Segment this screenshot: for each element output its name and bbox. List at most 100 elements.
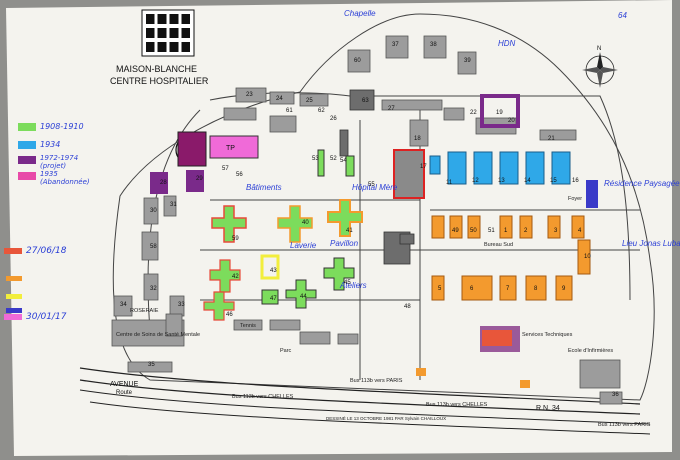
building-number: 42: [232, 274, 239, 280]
legend: 1908-1910 1934 1972-1974 (projet) 1935 (…: [0, 0, 100, 460]
building-number: 39: [464, 58, 471, 64]
route-label: Route: [116, 390, 133, 396]
building-number: 63: [362, 98, 369, 104]
note-hdn: HDN: [498, 39, 516, 48]
site-boundary: [112, 13, 655, 401]
building-number: 16: [572, 178, 579, 184]
buildings-1934: [429, 151, 571, 185]
building-number: 44: [300, 294, 307, 300]
legend-item: 1972-1974 (projet): [18, 154, 92, 170]
parc-label: Parc: [280, 348, 292, 354]
legend-item: [6, 300, 22, 318]
building-number: 50: [470, 228, 477, 234]
building-number: 22: [470, 110, 477, 116]
building-number: 47: [270, 296, 277, 302]
building-number: 31: [170, 202, 177, 208]
legend-swatch: [6, 276, 22, 281]
legend-item: 1908-1910: [18, 122, 84, 131]
legend-label: 30/01/17: [26, 312, 67, 322]
legend-item: [6, 268, 22, 286]
legend-swatch: [18, 172, 36, 180]
bureau-label: Bureau Sud: [484, 242, 513, 248]
bus-label-right: Bus 113b vers CHELLES: [426, 402, 488, 408]
note-ateliers: Ateliers: [339, 281, 367, 290]
building-number: 38: [430, 42, 437, 48]
building-number: 62: [318, 108, 325, 114]
building-number: 60: [354, 58, 361, 64]
legend-item: 27/06/18: [4, 246, 66, 256]
building-number: 34: [120, 302, 127, 308]
building-number: 33: [178, 302, 185, 308]
building-number: 8: [534, 286, 538, 292]
building-number: 40: [302, 220, 309, 226]
building-number: 7: [506, 286, 510, 292]
legend-item: 1935 (Abandonnée): [18, 170, 92, 186]
building-number: 49: [452, 228, 459, 234]
building-number: 57: [222, 166, 229, 172]
building-number: 58: [150, 244, 157, 250]
building-number: 25: [306, 98, 313, 104]
rn34-road-2: [89, 401, 651, 435]
legend-label: 1935 (Abandonnée): [40, 170, 90, 186]
avenue-road: [79, 367, 641, 405]
building-number: 59: [232, 236, 239, 242]
legend-swatch: [18, 140, 36, 149]
pink-buildings: TP: [175, 131, 259, 167]
header-line2: CENTRE HOSPITALIER: [110, 76, 209, 86]
building-number: 43: [270, 268, 277, 274]
rn34-label: R.N. 34: [536, 405, 560, 412]
building-number: 20: [508, 118, 515, 124]
building-number: 32: [150, 286, 157, 292]
building-number: 18: [414, 136, 421, 142]
building-number: 14: [524, 178, 531, 184]
building-number: 19: [496, 110, 503, 116]
bus-label-mid: Bus 113b vers PARIS: [350, 378, 403, 384]
building-number: 41: [346, 228, 353, 234]
building-number: 13: [498, 178, 505, 184]
legend-label: 1934: [40, 140, 61, 149]
building-number: 30: [150, 208, 157, 214]
note-laverie: Laverie: [290, 241, 317, 250]
internal-path: [200, 110, 640, 380]
building-number: 9: [562, 286, 566, 292]
foyer-label: Foyer: [568, 196, 582, 202]
legend-swatch: [6, 294, 22, 299]
building-number: 27: [388, 106, 395, 112]
building-number: 28: [160, 180, 167, 186]
building-number: 45: [344, 280, 351, 286]
legend-swatch: [6, 308, 22, 313]
building-number: 54: [340, 158, 347, 164]
tennis-label: Tennis: [240, 323, 256, 329]
legend-swatch: [4, 248, 22, 254]
buildings-1908: [203, 149, 363, 321]
left-buildings: [111, 195, 623, 405]
bus-label-left: Bus 113b vers CHELLES: [232, 394, 294, 400]
header-line1: MAISON-BLANCHE: [116, 64, 197, 74]
note-batiments: Bâtiments: [246, 183, 282, 192]
legend-item: 1934: [18, 140, 60, 149]
building-number: 4: [578, 228, 582, 234]
legend-swatch: [18, 156, 36, 164]
building-number: 5: [438, 286, 442, 292]
building-number: 35: [148, 362, 155, 368]
maison-blanche-logo: [141, 9, 195, 57]
building-number: 1: [504, 228, 508, 234]
building-number: 15: [550, 178, 557, 184]
legend-item: 30/01/17: [4, 312, 66, 322]
top-buildings: [223, 35, 577, 147]
dessine-label: DESSINÉ LE 13 OCTOBRE 1981 PAR Sylvain C…: [326, 415, 446, 421]
avenue-label: AVENUE: [110, 381, 139, 388]
centre-soins-label: Centre de Soins de Santé Mentale: [116, 332, 200, 338]
building-number: 10: [584, 254, 591, 260]
compass-rose-icon: N: [582, 46, 618, 88]
building-number: 46: [226, 312, 233, 318]
building-number: 21: [548, 136, 555, 142]
note-lieu: Lieu Jonas Lubac, Paris: [622, 239, 680, 248]
note-chapelle: Chapelle: [344, 9, 376, 18]
building-number: 48: [404, 304, 411, 310]
orange-buildings: [416, 215, 591, 388]
building-number: 2: [524, 228, 528, 234]
building-number: 6: [470, 286, 474, 292]
building-number: 24: [276, 96, 283, 102]
